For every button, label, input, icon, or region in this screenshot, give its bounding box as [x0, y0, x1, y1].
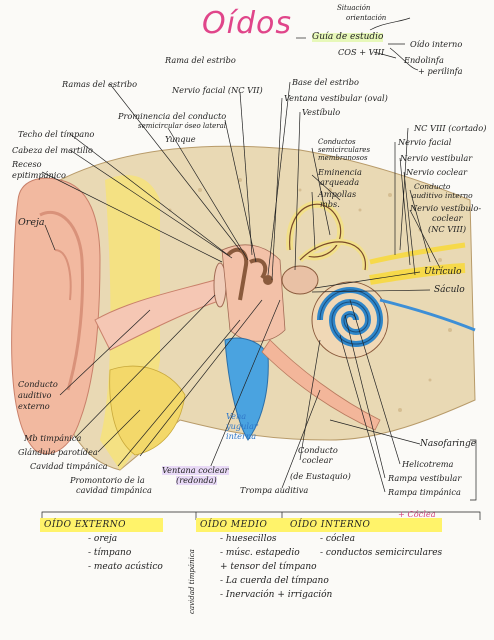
summary-interno-item: - cóclea [320, 534, 355, 544]
header-situacion: Situación [337, 4, 371, 12]
header-oido-interno: Oído interno [410, 39, 463, 49]
label-conducto-coclear-2: coclear [302, 455, 333, 465]
label-eustaquio: (de Eustaquio) [290, 471, 351, 481]
label-utriculo: Utrículo [424, 267, 462, 277]
label-glandula-parotidea: Glándula parotídea [18, 447, 98, 457]
summary-oido-externo: OÍDO EXTERNO - oreja - tímpano - meato a… [40, 518, 163, 574]
summary-medio-side: cavidad timpánica [188, 549, 196, 614]
label-conducto-auditivo-2: auditivo [18, 390, 52, 400]
label-nervio-coclear: Nervio coclear [406, 167, 468, 177]
label-conductos-semi-3: membranosos [318, 154, 368, 162]
header-orientacion: orientación [346, 14, 387, 22]
label-conductos-semi: Conductos [318, 138, 356, 146]
label-vestibulococlear: Nervio vestíbulo- [410, 203, 482, 213]
label-nasofaringe: Nasofaringe [420, 439, 477, 449]
label-prominencia-2: semicircular óseo lateral [138, 122, 227, 130]
label-rampa-vestibular: Rampa vestibular [388, 473, 462, 483]
header-cos: COS + VIII [338, 47, 385, 57]
label-nc-viii: NC VIII (cortado) [414, 123, 487, 133]
label-conducto-aud-int: Conducto [414, 182, 451, 191]
label-helicotrema: Helicotrema [402, 459, 454, 469]
label-ampollas: Ampollas [318, 189, 357, 199]
label-eminencia: Eminencia [318, 167, 362, 177]
label-rampa-timpanica: Rampa timpánica [388, 487, 461, 497]
label-yunque: Yunque [165, 134, 196, 144]
page-title: Oídos [202, 6, 292, 41]
summary-medio-item: + tensor del tímpano [220, 562, 317, 572]
label-conducto-coclear: Conducto [298, 445, 338, 455]
label-prominencia: Prominencia del conducto [118, 111, 227, 121]
label-vena: Vena [226, 411, 247, 421]
label-vena-3: interna [226, 431, 257, 441]
header-guia: Guía de estudio [312, 32, 384, 42]
label-promontorio-2: cavidad timpánica [76, 485, 152, 495]
label-cabeza: Cabeza del martillo [12, 145, 93, 155]
label-saculo: Sáculo [434, 285, 465, 295]
label-conducto-auditivo: Conducto [18, 379, 58, 389]
label-oreja: Oreja [18, 217, 45, 228]
label-vena-2: yugular [226, 421, 258, 431]
label-mb-timpanica: Mb timpánica [24, 433, 82, 443]
label-techo: Techo del tímpano [18, 129, 95, 139]
label-nervio-vestibular: Nervio vestibular [400, 153, 473, 163]
summary-medio-item: - huesecillos [220, 534, 277, 544]
summary-externo-item: - oreja [88, 534, 118, 544]
label-conducto-auditivo-3: externo [18, 401, 50, 411]
header-rama-estribo: Rama del estribo [165, 55, 236, 65]
summary-oido-interno: OÍDO INTERNO - cóclea - conductos semici… [286, 518, 443, 560]
summary-externo-head: OÍDO EXTERNO [40, 518, 163, 532]
label-base-estribo: Base del estribo [292, 77, 359, 87]
summary-medio-item: - La cuerda del tímpano [220, 576, 329, 586]
label-eminencia-2: arqueada [320, 177, 360, 187]
label-ventana-coclear-2: (redonda) [176, 475, 217, 485]
summary-externo-item: - tímpano [88, 548, 132, 558]
label-nervio-facial: Nervio facial (NC VII) [172, 85, 263, 95]
label-vestibulo: Vestíbulo [302, 107, 341, 117]
header-endolinfa: Endolinfa [404, 55, 444, 65]
label-receso: Receso [12, 159, 42, 169]
header-perilinfa: + perilinfa [418, 66, 463, 76]
label-cavidad-timpanica: Cavidad timpánica [30, 461, 108, 471]
label-ampollas-2: mbs. [320, 199, 340, 209]
label-vestibulococlear-3: (NC VIII) [428, 224, 467, 234]
summary-interno-item: - conductos semicirculares [320, 548, 443, 558]
label-receso-2: epitimpánico [12, 170, 66, 180]
summary-interno-head: OÍDO INTERNO [286, 518, 443, 532]
summary-externo-item: - meato acústico [88, 562, 163, 572]
summary-medio-item: - músc. estapedio [220, 548, 300, 558]
label-promontorio: Promontorio de la [70, 475, 145, 485]
label-conducto-aud-int-2: auditivo interno [412, 191, 473, 200]
label-vestibulococlear-2: coclear [432, 213, 463, 223]
label-ventana-vestibular: Ventana vestibular (oval) [284, 93, 388, 103]
label-ventana-coclear: Ventana coclear [162, 465, 229, 475]
label-conductos-semi-2: semicirculares [318, 146, 371, 154]
label-ramas-estribo: Ramas del estribo [62, 79, 138, 89]
label-coclea: + Cóclea [398, 509, 436, 519]
summary-medio-item: - Inervación + irrigación [220, 590, 333, 600]
label-trompa-auditiva: Trompa auditiva [240, 485, 309, 495]
label-nervio-facial-r: Nervio facial [398, 137, 452, 147]
